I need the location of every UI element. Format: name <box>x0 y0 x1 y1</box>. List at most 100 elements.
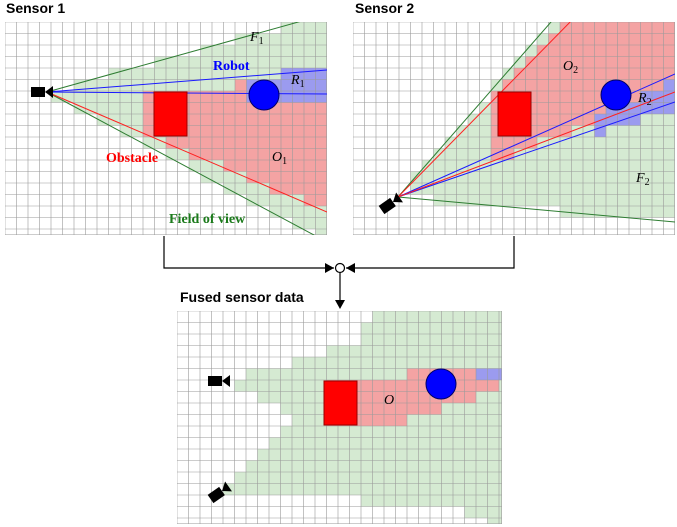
obstacle-cell <box>652 79 664 91</box>
obstacle-cell <box>583 68 595 80</box>
obstacle-cell <box>617 68 629 80</box>
free-cell <box>269 437 281 449</box>
obstacle-cell <box>143 91 155 103</box>
free-cell <box>338 357 350 369</box>
free-cell <box>441 460 453 472</box>
free-cell <box>372 322 384 334</box>
free-cell <box>479 148 491 160</box>
obstacle-cell <box>212 102 224 114</box>
obstacle-cell <box>269 137 281 149</box>
free-cell <box>257 483 269 495</box>
free-cell <box>652 206 664 218</box>
free-cell <box>418 449 430 461</box>
free-cell <box>583 183 595 195</box>
free-cell <box>407 334 419 346</box>
robot-cell <box>292 79 304 91</box>
obstacle-cell <box>269 160 281 172</box>
free-cell <box>502 171 514 183</box>
obstacle-cell <box>235 125 247 137</box>
obstacle-cell <box>502 137 514 149</box>
free-cell <box>453 311 465 323</box>
free-cell <box>372 449 384 461</box>
sensor1-obstacle-ray <box>46 91 327 213</box>
free-cell <box>372 426 384 438</box>
free-cell <box>292 426 304 438</box>
free-cell <box>629 160 641 172</box>
obstacle-cell <box>464 368 476 380</box>
sensor2-robot-disk <box>600 79 632 111</box>
free-cell <box>652 171 664 183</box>
free-cell <box>200 160 212 172</box>
obstacle-cell <box>453 380 465 392</box>
free-cell <box>499 495 502 507</box>
obstacle-cell <box>281 125 293 137</box>
obstacle-cell <box>560 114 572 126</box>
obstacle-cell <box>594 91 606 103</box>
sensor1-robot-ray-top <box>46 69 327 93</box>
free-cell <box>663 194 675 206</box>
sensor1-obstacle-label: Obstacle <box>106 151 158 166</box>
obstacle-cell <box>189 114 201 126</box>
free-cell <box>395 483 407 495</box>
free-cell <box>292 368 304 380</box>
free-cell <box>548 22 560 34</box>
free-cell <box>395 311 407 323</box>
free-cell <box>315 437 327 449</box>
obstacle-cell <box>200 91 212 103</box>
free-cell <box>514 194 526 206</box>
free-cell <box>418 426 430 438</box>
free-cell <box>269 472 281 484</box>
obstacle-cell <box>269 114 281 126</box>
free-cell <box>453 460 465 472</box>
free-cell <box>499 483 502 495</box>
free-cell <box>235 171 247 183</box>
free-cell <box>280 403 292 415</box>
free-cell <box>304 45 316 57</box>
free-cell <box>514 148 526 160</box>
obstacle-cell <box>629 45 641 57</box>
free-cell <box>200 45 212 57</box>
free-cell <box>315 403 327 415</box>
free-cell <box>120 102 132 114</box>
free-cell <box>246 368 258 380</box>
free-cell <box>476 472 488 484</box>
free-cell <box>560 160 572 172</box>
free-cell <box>407 437 419 449</box>
free-cell <box>281 45 293 57</box>
free-cell <box>177 79 189 91</box>
free-cell <box>372 311 384 323</box>
free-cell <box>441 357 453 369</box>
free-cell <box>464 495 476 507</box>
obstacle-cell <box>640 68 652 80</box>
free-cell <box>154 56 166 68</box>
free-cell <box>640 125 652 137</box>
obstacle-cell <box>384 391 396 403</box>
free-cell <box>418 345 430 357</box>
free-cell <box>166 56 178 68</box>
free-cell <box>189 160 201 172</box>
free-cell <box>407 449 419 461</box>
obstacle-cell <box>315 125 327 137</box>
robot-cell <box>652 91 664 103</box>
free-cell <box>453 414 465 426</box>
obstacle-cell <box>583 56 595 68</box>
free-cell <box>410 171 422 183</box>
free-cell <box>453 345 465 357</box>
free-cell <box>502 68 514 80</box>
free-cell <box>476 391 488 403</box>
free-cell <box>560 148 572 160</box>
free-cell <box>468 125 480 137</box>
free-cell <box>384 449 396 461</box>
obstacle-cell <box>223 148 235 160</box>
obstacle-cell <box>571 45 583 57</box>
free-cell <box>479 160 491 172</box>
free-cell <box>74 102 86 114</box>
free-cell <box>571 194 583 206</box>
free-cell <box>479 137 491 149</box>
robot-cell <box>476 368 488 380</box>
obstacle-cell <box>292 102 304 114</box>
free-cell <box>257 449 269 461</box>
free-cell <box>453 322 465 334</box>
obstacle-cell <box>292 183 304 195</box>
obstacle-cell <box>629 56 641 68</box>
